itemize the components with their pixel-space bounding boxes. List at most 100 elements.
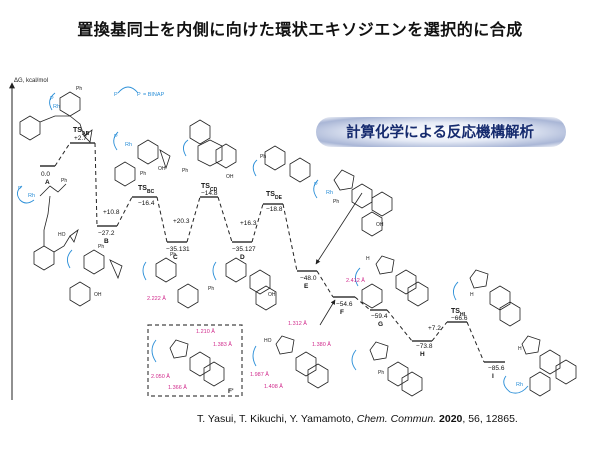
molecule-F-prime: 1.210 Å 1.383 Å 2.050 Å 1.366 Å F': [151, 328, 234, 395]
label-F: F: [340, 309, 344, 316]
bond-TSFG-4: 1.408 Å: [264, 383, 283, 390]
svg-text:Ph: Ph: [140, 171, 146, 177]
citation-authors: T. Yasui, T. Kikuchi, Y. Yamamoto,: [197, 413, 357, 425]
svg-text:P: P: [18, 186, 22, 192]
svg-text:Ph: Ph: [98, 244, 104, 250]
computation-badge: [316, 117, 566, 147]
label-B: B: [104, 238, 109, 245]
arrow-E: [315, 192, 363, 265]
bond-TSFG-3: 1.987 Å: [250, 371, 269, 378]
svg-text:OH: OH: [94, 292, 102, 298]
svg-text:P: P: [137, 92, 141, 98]
svg-text:Rh: Rh: [516, 382, 523, 388]
delta-3: +16.3: [240, 220, 257, 227]
svg-text:Ph: Ph: [378, 370, 384, 376]
molecule-TSCD: OH Ph: [182, 119, 237, 180]
value-I: −85.6: [488, 365, 505, 372]
molecule-E: P Rh OH Ph: [313, 169, 393, 237]
svg-text:HO: HO: [264, 338, 272, 344]
profile-connectors: [54, 142, 485, 363]
fprime-box: [147, 324, 243, 397]
molecule-A: P Rh Ph HO: [17, 178, 79, 271]
value-TSCD: −14.8: [201, 190, 218, 197]
molecule-TSAB: P Rh Ph: [19, 86, 93, 143]
bond-F-1: 1.210 Å: [196, 328, 215, 335]
label-H: H: [420, 351, 425, 358]
molecule-TSFG: 1.312 Å 1.380 Å 1.987 Å 1.408 Å HO: [250, 320, 331, 390]
value-B: −27.2: [98, 230, 115, 237]
ts-label-HI: TSHI: [451, 308, 466, 318]
svg-text:Ph: Ph: [333, 199, 339, 205]
molecule-TSDE: Ph: [252, 145, 311, 183]
svg-text:HO: HO: [58, 232, 66, 238]
citation: T. Yasui, T. Kikuchi, Y. Yamamoto, Chem.…: [197, 413, 518, 425]
svg-text:OH: OH: [226, 174, 234, 180]
citation-year: 2020: [439, 413, 463, 425]
citation-journal: Chem. Commun.: [356, 413, 437, 425]
computation-badge-text: 計算化学による反応機構解析: [345, 125, 535, 141]
bond-F-3: 2.050 Å: [151, 373, 170, 380]
molecule-C: 2.222 Å Ph: [142, 252, 199, 309]
delta-1: +10.8: [103, 209, 120, 216]
svg-text:P: P: [50, 96, 54, 102]
molecule-TSBC: P Rh OH Ph: [113, 131, 171, 187]
svg-text:Ph: Ph: [76, 86, 82, 92]
bond-G: 2.412 Å: [346, 277, 365, 284]
svg-text:Ph: Ph: [170, 252, 176, 258]
bond-F-2: 1.383 Å: [213, 341, 232, 348]
value-TSHI: −66.6: [451, 315, 468, 322]
delta-4: +7.2: [428, 325, 441, 332]
delta-2: +20.3: [173, 218, 190, 225]
legend-text: = BINAP: [143, 92, 165, 98]
molecule-B: OH Ph: [67, 244, 123, 307]
molecule-H: Ph: [351, 341, 423, 397]
svg-text:Rh: Rh: [125, 142, 132, 148]
bond-TSFG-1: 1.312 Å: [288, 320, 307, 327]
molecule-I: Rh H: [503, 335, 577, 397]
label-E: E: [304, 283, 309, 290]
svg-text:H: H: [366, 256, 370, 262]
value-D: −35.127: [232, 246, 256, 253]
value-E: −48.0: [300, 275, 317, 282]
svg-text:Ph: Ph: [260, 154, 266, 160]
energy-levels: [40, 142, 505, 363]
label-F-prime: F': [228, 388, 234, 395]
molecule-G: 2.412 Å H: [346, 255, 429, 309]
ts-label-DE: TSDE: [266, 191, 283, 201]
svg-text:Rh: Rh: [326, 190, 333, 196]
bond-TSFG-2: 1.380 Å: [312, 341, 331, 348]
ts-label-AB: TSAB: [73, 127, 90, 137]
bond-F-4: 1.366 Å: [168, 384, 187, 391]
value-TSBC: −16.4: [138, 200, 155, 207]
value-F: −54.6: [336, 301, 353, 308]
ts-label-CD: TSCD: [201, 183, 218, 193]
svg-text:P: P: [114, 92, 118, 98]
svg-text:OH: OH: [158, 166, 166, 172]
molecule-TSHI: H: [453, 269, 521, 327]
binap-legend: P P = BINAP: [114, 86, 165, 98]
svg-text:Ph: Ph: [182, 168, 188, 174]
svg-text:P: P: [114, 134, 118, 140]
value-C: −35.131: [166, 246, 190, 253]
label-D: D: [240, 254, 245, 261]
value-G: −59.4: [371, 313, 388, 320]
ts-label-BC: TSBC: [138, 185, 155, 195]
value-TSDE: −18.8: [266, 206, 283, 213]
svg-text:OH: OH: [376, 222, 384, 228]
label-C: C: [173, 254, 178, 261]
svg-text:Ph: Ph: [208, 286, 214, 292]
svg-text:OH: OH: [268, 292, 276, 298]
svg-text:P: P: [314, 182, 318, 188]
label-I: I: [492, 373, 494, 380]
arrow-F: [319, 299, 336, 326]
svg-text:Rh: Rh: [28, 193, 35, 199]
bond-C: 2.222 Å: [147, 295, 166, 302]
value-TSAB: +2.7: [74, 135, 87, 142]
citation-rest: , 56, 12865.: [462, 413, 518, 425]
value-H: −73.8: [416, 343, 433, 350]
y-axis-label: ΔG, kcal/mol: [14, 78, 48, 84]
svg-text:H: H: [470, 292, 474, 298]
svg-text:Ph: Ph: [61, 178, 67, 184]
svg-text:H: H: [518, 346, 522, 352]
